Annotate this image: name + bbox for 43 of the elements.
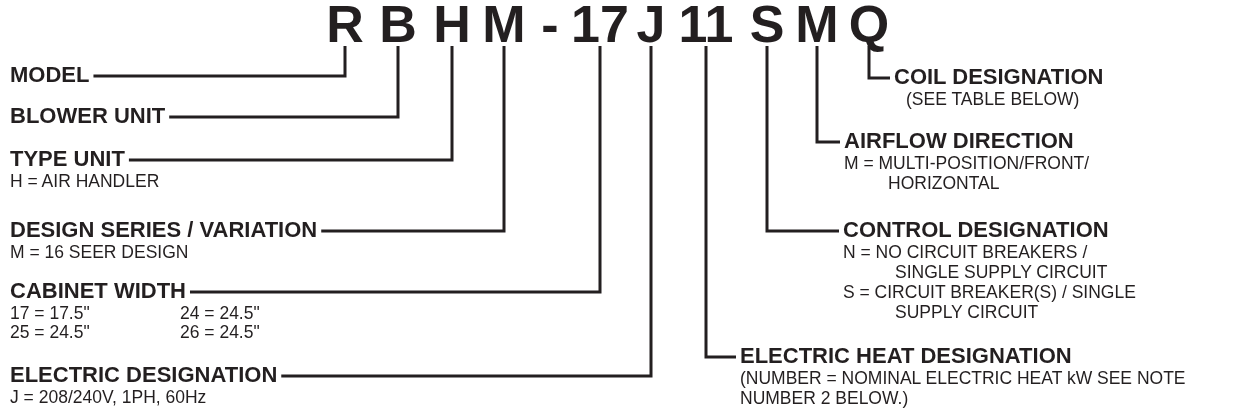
field-heading: DESIGN SERIES / VARIATION [10,218,318,243]
model-code-character: S [749,0,785,50]
leader-line [169,46,400,119]
model-code-character: M [795,0,839,50]
model-code-character: B [379,0,417,50]
field-description: M = 16 SEER DESIGN [10,243,190,263]
leader-line [867,46,890,80]
code-value: 25 = 24.5" [10,323,91,343]
leader-line [128,46,454,162]
model-code-character: Q [848,0,890,50]
field-description: N = NO CIRCUIT BREAKERS / SINGLE SUPPLY CIRCUIT [843,243,1109,283]
model-code-character: R [326,0,364,50]
model-code-character: M [482,0,526,50]
field-heading: COIL DESIGNATION [894,65,1104,90]
code-value: 26 = 24.5" [180,323,261,343]
leader-line [321,46,506,233]
leader-line [765,46,839,233]
field-description: J = 208/240V, 1PH, 60Hz [10,388,208,408]
field-heading: ELECTRIC DESIGNATION [10,363,278,388]
field-description: S = CIRCUIT BREAKER(S) / SINGLE SUPPLY CIRCUIT [843,283,1137,323]
field-description: H = AIR HANDLER [10,172,160,192]
model-code-character: 11 [678,0,734,50]
leader-line [704,46,736,359]
code-value: 24 = 24.5" [180,304,261,324]
leader-line [281,46,653,378]
field-heading: TYPE UNIT [10,147,125,172]
field-description: (SEE TABLE BELOW) [906,90,1081,110]
field-heading: AIRFLOW DIRECTION [844,129,1074,154]
code-value: 17 = 17.5" [10,304,91,324]
leader-line [93,46,347,78]
field-heading: MODEL [10,63,90,88]
leader-line [190,46,602,294]
separator-dash: - [541,0,559,50]
model-code-character: 17 [571,0,629,50]
field-heading: BLOWER UNIT [10,104,166,129]
model-code-character: J [636,0,666,50]
field-description: (NUMBER = NOMINAL ELECTRIC HEAT kW SEE NOTE NUMBER 2 BELOW.) [740,369,1187,409]
field-heading: ELECTRIC HEAT DESIGNATION [740,344,1072,369]
leader-line [815,46,840,144]
field-heading: CONTROL DESIGNATION [843,218,1109,243]
model-code-character: H [433,0,471,50]
field-heading: CABINET WIDTH [10,279,186,304]
field-description: M = MULTI-POSITION/FRONT/ HORIZONTAL [844,154,1091,194]
